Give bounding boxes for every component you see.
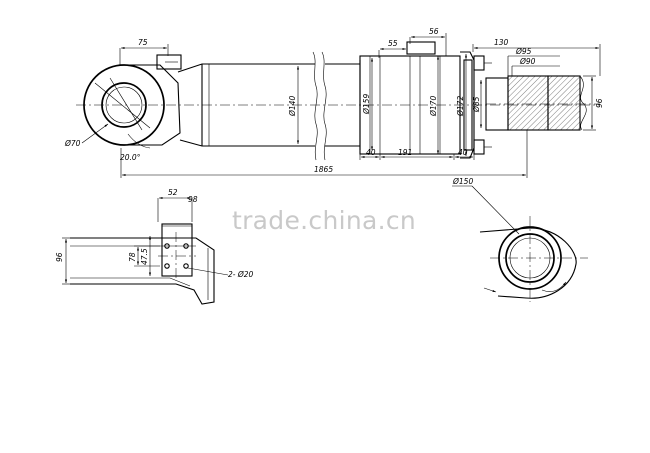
dim-191: 191 — [398, 148, 412, 157]
clevis-eye — [83, 54, 182, 146]
dim-96-right: 96 — [595, 98, 604, 108]
watermark-text: trade.china.cn — [232, 206, 416, 235]
dim-78: 78 — [128, 252, 137, 262]
dim-diameter-170: Ø170 — [429, 96, 438, 117]
cylinder-front-view: 75 Ø70 20.0° Ø140 Ø159 Ø170 Ø172 Ø85 56 … — [64, 27, 604, 178]
dim-diameter-85: Ø85 — [472, 96, 481, 113]
dim-diameter-140: Ø140 — [288, 96, 297, 117]
dim-52: 52 — [168, 188, 178, 197]
dim-98: 98 — [188, 195, 198, 204]
rod-eye-side: Ø150 — [452, 177, 588, 302]
dim-130: 130 — [494, 38, 509, 47]
dim-diameter-70: Ø70 — [64, 139, 81, 148]
dim-75: 75 — [138, 38, 148, 47]
dim-angle-20: 20.0° — [120, 153, 141, 162]
piston-rod-end — [485, 75, 600, 131]
cylinder-tube — [177, 51, 361, 161]
dim-diameter-172: Ø172 — [456, 96, 465, 117]
base-flange-dimensions: 52 98 96 78 47.5 2- Ø20 — [55, 188, 254, 285]
base-flange-body — [70, 223, 215, 305]
dim-diameter-150: Ø150 — [452, 177, 473, 186]
dim-55: 55 — [388, 39, 398, 48]
top-dimensions: 75 Ø70 20.0° Ø140 Ø159 Ø170 Ø172 Ø85 56 … — [64, 27, 604, 178]
cylinder-side-view: 52 98 96 78 47.5 2- Ø20 — [55, 177, 588, 305]
dim-47-5: 47.5 — [140, 248, 149, 265]
dim-2x-diameter-20: 2- Ø20 — [228, 270, 254, 279]
dim-diameter-90: Ø90 — [519, 57, 536, 66]
dim-56: 56 — [429, 27, 439, 36]
dim-96-left: 96 — [55, 252, 64, 262]
dim-40-left: 40 — [366, 148, 376, 157]
dim-40-right: 40 — [458, 148, 468, 157]
dim-diameter-159: Ø159 — [362, 94, 371, 115]
dim-1865: 1865 — [314, 165, 333, 174]
dim-diameter-95: Ø95 — [515, 47, 532, 56]
